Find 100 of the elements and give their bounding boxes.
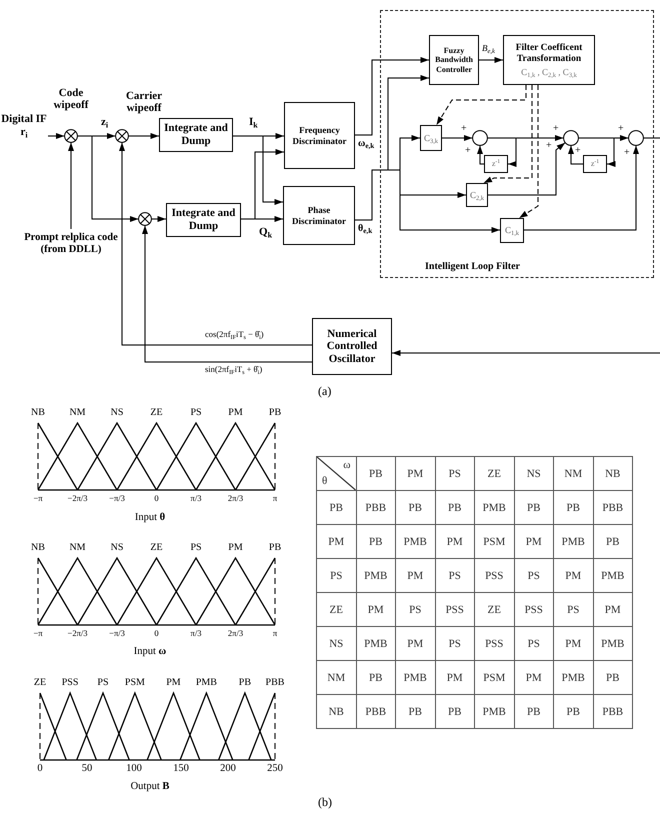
signal-label: z$_{i}$ [101, 116, 108, 128]
rule-cell: PB [514, 490, 554, 524]
rule-cell: PB [356, 660, 396, 694]
rule-cell: PM [554, 558, 593, 592]
plus-sign: + [546, 141, 552, 151]
series-label: PBB [266, 678, 284, 688]
coefficient-list: C$_{1,k}$ , C$_{2,k}$ , C$_{3,k}$ [504, 66, 594, 78]
rule-cell: PS [435, 626, 474, 660]
column-header-cell: PM [396, 456, 435, 490]
rule-cell: PSS [474, 558, 514, 592]
series-label: ZE [150, 408, 163, 418]
plus-sign: + [618, 124, 624, 134]
rule-cell: PM [396, 626, 435, 660]
mixer-caption: Carrier wipeoff [124, 90, 164, 114]
signal-label: θ$_{e,k}$ [358, 223, 372, 234]
column-variable-symbol: ω [343, 460, 350, 471]
series-label: PS [97, 678, 109, 688]
series-label: PM [228, 543, 243, 553]
rule-cell: PBB [593, 490, 632, 524]
tick-label: 0 [154, 494, 159, 502]
plus-sign: + [465, 146, 471, 156]
row-header-cell: NB [316, 694, 356, 728]
tick-label: π/3 [190, 494, 202, 502]
tick-label: −2π/3 [68, 494, 88, 502]
tick-label: −π/3 [109, 629, 125, 638]
signal-label: I$_{k}$ [249, 116, 258, 128]
axis-title: Input ω [134, 647, 166, 658]
rule-cell: PB [554, 490, 593, 524]
rule-cell: PSM [474, 660, 514, 694]
rule-cell: PMB [554, 660, 593, 694]
rule-cell: PMB [554, 524, 593, 558]
tick-label: −π [33, 629, 43, 638]
series-label: NS [110, 408, 124, 418]
rule-cell: PB [435, 490, 474, 524]
rule-cell: PBB [356, 694, 396, 728]
series-label: ZE [34, 678, 46, 688]
series-label: NS [110, 543, 124, 553]
rule-cell: PSS [514, 592, 554, 626]
rule-cell: PBB [593, 694, 632, 728]
rule-cell: PMB [474, 490, 514, 524]
series-label: PM [228, 408, 243, 418]
rule-cell: PB [554, 694, 593, 728]
panel-label: (a) [318, 385, 332, 397]
series-label: NB [31, 543, 45, 553]
series-label: PS [190, 408, 202, 418]
rule-cell: PMB [356, 626, 396, 660]
tick-label: 100 [126, 764, 142, 774]
series-label: NM [69, 543, 86, 553]
tick-label: π [272, 494, 278, 502]
series-label: PB [238, 678, 252, 688]
tick-label: 50 [82, 764, 92, 774]
row-header-cell: ZE [316, 592, 356, 626]
column-header-cell: PB [356, 456, 396, 490]
rule-cell: PS [435, 558, 474, 592]
series-label: NM [69, 408, 86, 418]
row-header-cell: PS [316, 558, 356, 592]
tick-label: −π [33, 494, 43, 502]
mixer-caption: Code wipeoff [52, 87, 90, 112]
axis-title: Output B [130, 782, 170, 792]
row-header-cell: PM [316, 524, 356, 558]
rule-cell: ZE [474, 592, 514, 626]
rule-cell: PM [435, 524, 474, 558]
tick-label: 200 [220, 764, 236, 774]
tick-label: 0 [37, 764, 43, 774]
rule-cell: PB [396, 694, 435, 728]
column-header-cell: ZE [474, 456, 514, 490]
series-label: PMB [196, 678, 217, 688]
column-header-cell: NB [593, 456, 632, 490]
tick-label: −2π/3 [68, 629, 88, 638]
signal-label: B$_{e,k}$ [482, 44, 495, 54]
rule-cell: PB [593, 660, 632, 694]
column-header-cell: PS [435, 456, 474, 490]
column-header-cell: NS [514, 456, 554, 490]
row-variable-symbol: θ [322, 476, 328, 487]
frame-title: Intelligent Loop Filter [425, 261, 520, 272]
transformation-title: Filter Coefficent Transformation [514, 42, 584, 65]
rule-cell: PMB [356, 558, 396, 592]
tick-label: 2π/3 [228, 629, 244, 638]
tick-label: π [272, 629, 278, 638]
axis-title: Input θ [134, 513, 166, 524]
signal-label: cos(2πf$_{IF}$iT$_{s}$ − θ̂$_{i}$) [205, 330, 264, 340]
rule-cell: PM [593, 592, 632, 626]
tick-label: 0 [154, 629, 159, 638]
rule-cell: PB [396, 490, 435, 524]
rule-cell: PMB [396, 524, 435, 558]
series-label: PM [166, 678, 181, 688]
tick-label: −π/3 [109, 494, 125, 502]
series-label: ZE [150, 543, 163, 553]
row-header-cell: PB [316, 490, 356, 524]
rule-cell: PS [396, 592, 435, 626]
series-label: NB [31, 408, 45, 418]
column-header-cell: NM [554, 456, 593, 490]
signal-label: sin(2πf$_{IF}$iT$_{s}$ + θ̂$_{i}$) [205, 365, 262, 374]
series-label: PS [190, 543, 202, 553]
rule-cell: PMB [396, 660, 435, 694]
rule-cell: PB [593, 524, 632, 558]
plus-sign: + [624, 148, 630, 158]
rule-cell: PMB [593, 558, 632, 592]
plus-sign: + [461, 124, 467, 134]
panel-label: (b) [318, 796, 332, 808]
